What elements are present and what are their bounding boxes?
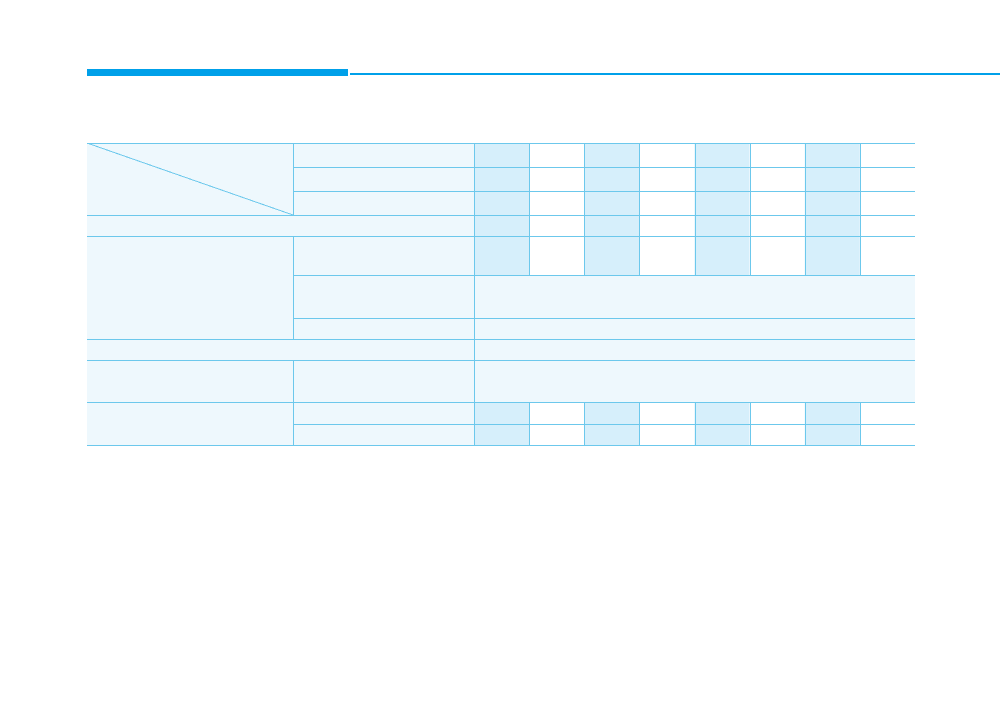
table-cell xyxy=(859,402,915,424)
table-cell xyxy=(529,402,585,424)
table-cell xyxy=(474,167,530,191)
table-cell xyxy=(529,167,585,191)
table-cell xyxy=(694,191,750,215)
spec-table xyxy=(87,143,915,446)
table-cell xyxy=(859,215,915,236)
table-cell xyxy=(529,191,585,215)
table-cell xyxy=(749,236,805,275)
table-cell xyxy=(639,143,695,167)
table-cell xyxy=(474,402,530,424)
table-cell xyxy=(474,424,530,446)
label-column-bg xyxy=(87,143,474,446)
table-cell xyxy=(749,167,805,191)
table-cell xyxy=(529,424,585,446)
table-cell xyxy=(529,215,585,236)
table-cell xyxy=(804,143,860,167)
table-cell xyxy=(694,236,750,275)
table-cell xyxy=(639,215,695,236)
table-cell xyxy=(474,215,530,236)
table-span-cell xyxy=(474,360,915,402)
table-cell xyxy=(474,191,530,215)
table-cell xyxy=(804,215,860,236)
table-span-cell xyxy=(474,339,915,360)
table-cell xyxy=(639,167,695,191)
table-cell xyxy=(584,215,640,236)
table-cell xyxy=(639,236,695,275)
table-cell xyxy=(584,236,640,275)
table-cell xyxy=(694,215,750,236)
table-cell xyxy=(804,402,860,424)
table-cell xyxy=(474,143,530,167)
table-cell xyxy=(694,402,750,424)
table-cell xyxy=(584,191,640,215)
table-cell xyxy=(694,167,750,191)
table-cell xyxy=(804,167,860,191)
table-cell xyxy=(694,143,750,167)
table-cell xyxy=(804,191,860,215)
table-cell xyxy=(694,424,750,446)
section-header-accent-bar xyxy=(87,69,348,76)
table-cell xyxy=(529,236,585,275)
table-cell xyxy=(859,191,915,215)
table-cell xyxy=(584,143,640,167)
table-cell xyxy=(859,236,915,275)
table-cell xyxy=(749,402,805,424)
table-cell xyxy=(859,143,915,167)
table-cell xyxy=(749,424,805,446)
table-span-cell xyxy=(474,318,915,339)
section-header-rule xyxy=(350,73,1000,75)
table-cell xyxy=(529,143,585,167)
table-cell xyxy=(584,424,640,446)
table-cell xyxy=(749,191,805,215)
table-cell xyxy=(804,424,860,446)
table-cell xyxy=(859,167,915,191)
table-cell xyxy=(749,143,805,167)
table-cell xyxy=(584,167,640,191)
spec-table-grid xyxy=(87,143,915,446)
table-cell xyxy=(804,236,860,275)
table-cell xyxy=(474,236,530,275)
table-cell xyxy=(639,424,695,446)
table-cell xyxy=(584,402,640,424)
table-cell xyxy=(639,402,695,424)
corner-header-diagonal xyxy=(87,143,294,216)
table-cell xyxy=(859,424,915,446)
table-cell xyxy=(749,215,805,236)
table-span-cell xyxy=(474,275,915,318)
table-cell xyxy=(639,191,695,215)
